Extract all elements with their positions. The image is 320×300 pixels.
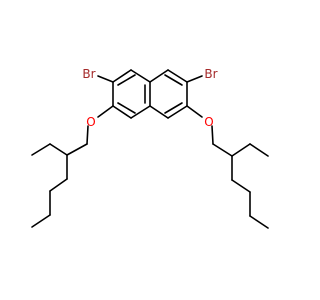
bond-c-br-left	[97, 75, 114, 83]
atom-label-o-left: O	[86, 115, 95, 129]
bond	[167, 69, 188, 83]
bond-c-o-left	[97, 105, 114, 118]
atom-label-br-right: Br	[204, 67, 217, 81]
left-ethylhexyl-chain	[31, 125, 89, 228]
bond	[117, 102, 136, 114]
bond	[164, 74, 183, 86]
bond	[130, 105, 151, 119]
bond-c-o-right	[186, 105, 203, 118]
bond	[130, 69, 151, 83]
bond	[231, 179, 251, 193]
bond	[212, 143, 233, 157]
atom-label-o-right: O	[204, 115, 213, 129]
bond	[49, 143, 68, 156]
bond	[117, 74, 136, 86]
bond	[211, 125, 214, 145]
naphthalene-core	[112, 69, 188, 119]
bond-c-br-right	[186, 75, 203, 83]
bond	[31, 143, 51, 156]
bond	[112, 69, 132, 83]
bond	[31, 214, 51, 228]
bond	[112, 105, 132, 119]
bond	[249, 215, 269, 229]
molecule-structure-diagram: Br Br O O	[0, 0, 300, 300]
bond	[249, 143, 269, 157]
bond	[66, 143, 88, 156]
bond	[86, 125, 89, 145]
bond	[164, 102, 183, 114]
right-ethylhexyl-chain	[211, 125, 269, 229]
bond	[149, 105, 169, 119]
bond	[231, 143, 251, 157]
atom-label-br-left: Br	[82, 67, 95, 81]
background	[0, 0, 300, 300]
bond	[149, 69, 169, 83]
bond	[167, 105, 188, 119]
bond	[49, 178, 68, 192]
